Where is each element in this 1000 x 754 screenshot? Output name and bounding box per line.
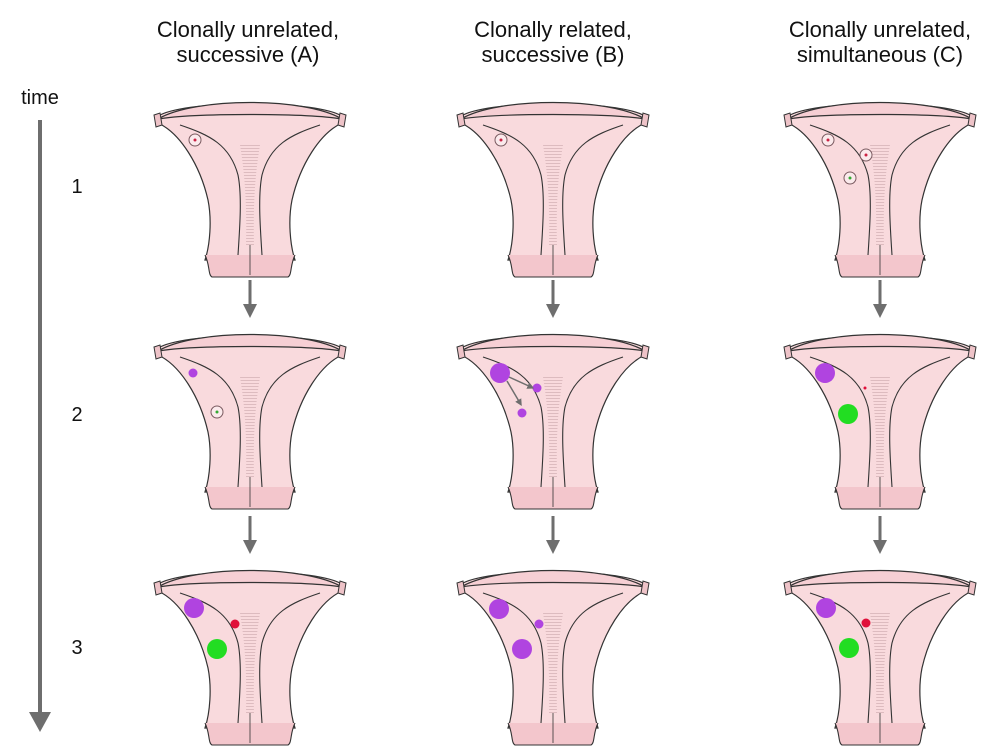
step-arrow-c-1-head	[873, 304, 887, 318]
cell-nucleus	[848, 176, 852, 180]
small-lesion-red	[861, 618, 871, 628]
lesion-purple	[489, 599, 509, 619]
right-tube-stub	[640, 344, 650, 360]
step-arrows	[243, 280, 887, 554]
cell-nucleus	[826, 138, 830, 142]
endometrium-hatching	[870, 613, 890, 713]
right-tube-stub	[967, 112, 977, 128]
left-tube-stub	[153, 112, 163, 128]
column-title-a-line2: successive (A)	[176, 42, 319, 67]
uterine-cavity-right	[259, 356, 321, 488]
column-title-b-line1: Clonally related,	[474, 17, 632, 42]
small-lesion-red	[230, 619, 240, 629]
small-lesion-purple	[532, 383, 542, 393]
right-tube-stub	[640, 580, 650, 596]
endometrium-hatching	[240, 145, 260, 245]
uterus-panel-col1-row2	[153, 333, 347, 510]
step-arrow-a-1-head	[243, 304, 257, 318]
left-tube-stub	[783, 344, 793, 360]
step-arrow-a-2-head	[243, 540, 257, 554]
lesion-green	[207, 639, 227, 659]
small-lesion-purple	[188, 368, 198, 378]
uterine-cavity-right	[889, 592, 951, 724]
uterine-cavity-right	[259, 592, 321, 724]
left-tube-stub	[456, 112, 466, 128]
column-title-a-line1: Clonally unrelated,	[157, 17, 339, 42]
right-tube-stub	[337, 580, 347, 596]
lesion-purple	[490, 363, 510, 383]
column-title-c-line1: Clonally unrelated,	[789, 17, 971, 42]
uterus-panel-col1-row3	[153, 569, 347, 746]
small-lesion-purple	[534, 619, 544, 629]
uterine-cavity-right	[259, 124, 321, 256]
right-tube-stub	[967, 344, 977, 360]
right-tube-stub	[640, 112, 650, 128]
uterus-panels	[153, 101, 977, 746]
left-tube-stub	[153, 580, 163, 596]
right-tube-stub	[337, 112, 347, 128]
tiny-lesion-red	[863, 386, 867, 390]
step-arrow-b-1-head	[546, 304, 560, 318]
uterus-panel-col2-row1	[456, 101, 650, 278]
row-number-1: 1	[71, 176, 82, 198]
endometrium-hatching	[543, 145, 563, 245]
time-label: time	[21, 87, 59, 109]
uterine-cavity-left	[809, 356, 871, 488]
uterine-cavity-left	[179, 356, 241, 488]
right-tube-stub	[967, 580, 977, 596]
column-title-c-line2: simultaneous (C)	[797, 42, 963, 67]
uterus-panel-col3-row2	[783, 333, 977, 510]
left-tube-stub	[456, 580, 466, 596]
uterine-cavity-right	[889, 124, 951, 256]
uterus-panel-col2-row2	[456, 333, 650, 510]
spread-arrow-1	[508, 376, 535, 389]
endometrium-hatching	[870, 145, 890, 245]
time-arrow-head	[29, 712, 51, 732]
uterine-cavity-left	[809, 124, 871, 256]
endometrium-hatching	[543, 613, 563, 713]
column-title-b-line2: successive (B)	[481, 42, 624, 67]
row-number-2: 2	[71, 404, 82, 426]
uterus-panel-col1-row1	[153, 101, 347, 278]
cell-nucleus	[215, 410, 219, 414]
uterine-cavity-left	[482, 124, 544, 256]
cell-nucleus	[864, 153, 868, 157]
lesion-green	[838, 404, 858, 424]
row-number-3: 3	[71, 637, 82, 659]
endometrium-hatching	[240, 377, 260, 477]
endometrium-hatching	[870, 377, 890, 477]
uterine-cavity-left	[179, 124, 241, 256]
uterus-panel-col3-row3	[783, 569, 977, 746]
uterine-cavity-right	[562, 124, 624, 256]
step-arrow-b-2-head	[546, 540, 560, 554]
uterine-cavity-right	[562, 356, 624, 488]
right-tube-stub	[337, 344, 347, 360]
lesion-green	[839, 638, 859, 658]
lesion-purple	[184, 598, 204, 618]
left-tube-stub	[783, 580, 793, 596]
left-tube-stub	[783, 112, 793, 128]
uterus-panel-col2-row3	[456, 569, 650, 746]
cell-nucleus	[193, 138, 197, 142]
uterine-cavity-right	[889, 356, 951, 488]
spread-arrow-2	[506, 380, 522, 407]
left-tube-stub	[456, 344, 466, 360]
uterine-cavity-left	[179, 592, 241, 724]
step-arrow-c-2-head	[873, 540, 887, 554]
left-tube-stub	[153, 344, 163, 360]
small-lesion-purple	[517, 408, 527, 418]
cell-nucleus	[499, 138, 503, 142]
endometrium-hatching	[543, 377, 563, 477]
lesion-purple	[512, 639, 532, 659]
uterus-panel-col3-row1	[783, 101, 977, 278]
uterine-cavity-right	[562, 592, 624, 724]
endometrium-hatching	[240, 613, 260, 713]
lesion-purple	[815, 363, 835, 383]
lesion-purple	[816, 598, 836, 618]
